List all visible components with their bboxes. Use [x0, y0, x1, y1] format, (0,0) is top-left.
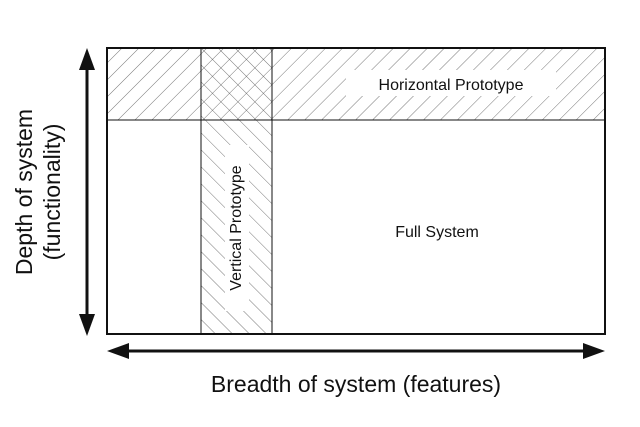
vertical-prototype-label: Vertical Prototype [228, 165, 245, 291]
breadth-axis-arrow [107, 343, 605, 359]
y-axis-label: Depth of system (functionality) [11, 109, 65, 275]
depth-axis-arrow [79, 48, 95, 336]
vertical-label-backing [225, 145, 249, 311]
x-axis-label: Breadth of system (features) [211, 371, 501, 397]
horizontal-prototype-label: Horizontal Prototype [379, 77, 524, 94]
y-axis-label-line2: (functionality) [39, 124, 65, 261]
y-axis-label-line1: Depth of system [11, 109, 37, 275]
full-system-label: Full System [395, 224, 479, 241]
horizontal-label-backing [346, 70, 556, 96]
full-system-frame [106, 47, 606, 335]
